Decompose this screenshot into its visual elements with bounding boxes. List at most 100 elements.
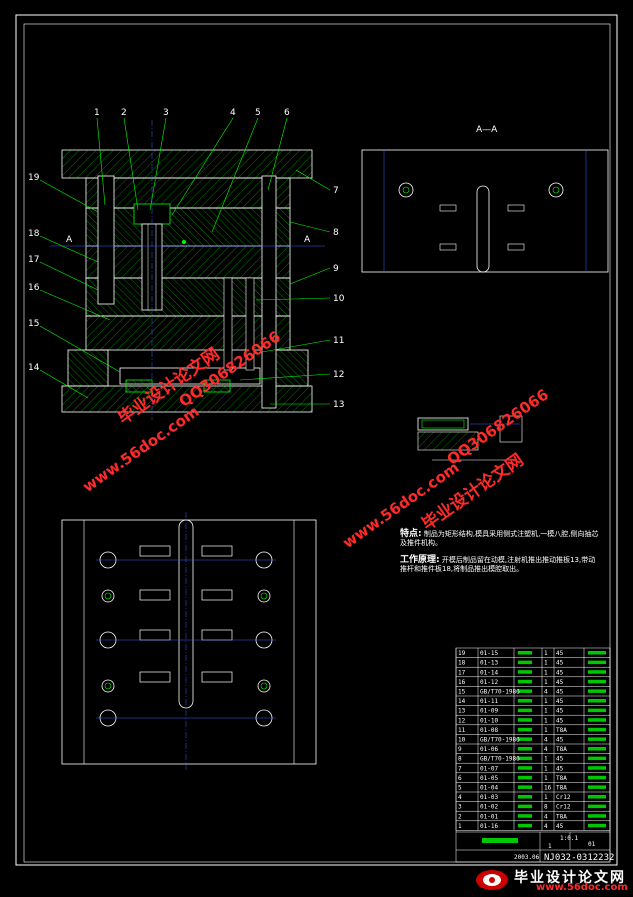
callout-16: 16 <box>28 283 40 293</box>
callout-leaders <box>39 117 331 405</box>
parts-row-name-bar <box>518 708 532 713</box>
callout-15: 15 <box>28 319 39 329</box>
callout-19: 19 <box>28 173 40 183</box>
parts-row-name-bar <box>518 670 532 674</box>
title-block <box>456 831 610 862</box>
parts-row-cell: 01-03 <box>480 794 498 801</box>
parts-row-name-bar <box>518 727 532 732</box>
parts-row-cell: 11 <box>458 727 466 734</box>
parts-row-cell: 14 <box>458 698 466 705</box>
callout-9: 9 <box>333 264 339 274</box>
callout-labels-left: 19 18 17 16 15 14 <box>28 173 40 373</box>
plan-view-core <box>61 512 317 770</box>
parts-row-cell: 01-16 <box>480 823 498 830</box>
parts-row-cell: 45 <box>556 669 564 676</box>
parts-row-name-bar <box>518 699 532 703</box>
parts-row-cell: Cr12 <box>556 794 571 801</box>
parts-row-name-bar <box>518 766 532 770</box>
features-text: 制品为矩形结构,模具采用侧式注塑机,一模八腔,侧向抽芯及推件机构。 <box>400 530 599 547</box>
parts-row-cell: 13 <box>458 708 466 715</box>
features-note: 特点: 制品为矩形结构,模具采用侧式注塑机,一模八腔,侧向抽芯及推件机构。 <box>400 530 600 548</box>
parts-row-cell: 01-01 <box>480 813 498 820</box>
parts-row-cell: 2 <box>458 813 462 820</box>
parts-row-cell: 1 <box>544 669 548 676</box>
principle-text: 开模后制品留在动模,注射机推出推动推板13,带动推杆和推件板18,将制品推出模腔… <box>400 556 596 573</box>
title-block-date: 2003.06 <box>514 854 540 861</box>
parts-row-spec-bar <box>588 795 606 799</box>
callout-8: 8 <box>333 228 339 238</box>
parts-row-cell: 01-06 <box>480 746 498 753</box>
drawing-number: NJ032-0312232 <box>544 853 614 863</box>
parts-row-cell: 45 <box>556 717 564 724</box>
logo-url: www.56doc.com <box>536 882 628 893</box>
title-block-sheet: 1 <box>548 843 552 850</box>
parts-row-cell: 01-12 <box>480 679 498 686</box>
parts-row-cell: 9 <box>458 746 462 753</box>
section-mark-a-right: A <box>304 235 311 245</box>
callout-12: 12 <box>333 370 344 380</box>
callout-18: 18 <box>28 229 40 239</box>
callout-11: 11 <box>333 336 344 346</box>
principle-note: 工作原理: 开模后制品留在动模,注射机推出推动推板13,带动推杆和推件板18,将… <box>400 556 600 574</box>
parts-row-cell: 45 <box>556 650 564 657</box>
callout-1: 1 <box>94 108 100 118</box>
parts-row-spec-bar <box>588 651 606 655</box>
parts-row-cell: 01-11 <box>480 698 498 705</box>
principle-label: 工作原理: <box>400 555 440 565</box>
parts-row-cell: 10 <box>458 737 466 744</box>
parts-row-cell: 01-04 <box>480 785 498 792</box>
parts-row-spec-bar <box>588 775 606 780</box>
parts-row-cell: 45 <box>556 698 564 705</box>
parts-row-cell: 01-10 <box>480 717 498 724</box>
parts-row-name-bar <box>518 814 532 818</box>
parts-row-cell: 45 <box>556 737 564 744</box>
parts-row-cell: GB/T70-1986 <box>480 756 520 763</box>
parts-row-cell: 1 <box>544 765 548 772</box>
parts-row-cell: 01-05 <box>480 775 498 782</box>
parts-row-cell: 8 <box>544 804 548 811</box>
parts-row-name-bar <box>518 718 532 722</box>
parts-row-cell: 1 <box>544 660 548 667</box>
parts-row-cell: 1 <box>544 775 548 782</box>
parts-row-spec-bar <box>588 804 606 809</box>
parts-row-cell: 01-09 <box>480 708 498 715</box>
parts-row-cell: T8A <box>556 727 567 734</box>
parts-row-cell: 6 <box>458 775 462 782</box>
parts-row-spec-bar <box>588 670 606 674</box>
parts-row-name-bar <box>518 756 532 761</box>
parts-row-cell: 01-15 <box>480 650 498 657</box>
section-view-a-a: A—A <box>361 125 609 273</box>
parts-row-cell: 01-08 <box>480 727 498 734</box>
parts-row-cell: 1 <box>544 698 548 705</box>
parts-row-cell: 4 <box>458 794 462 801</box>
parts-row-cell: 1 <box>544 794 548 801</box>
callout-labels-right: 7 8 9 10 11 12 13 <box>333 186 345 410</box>
parts-row-cell: 1 <box>544 708 548 715</box>
parts-row-cell: T8A <box>556 746 567 753</box>
parts-row-cell: 4 <box>544 689 548 696</box>
parts-row-cell: 45 <box>556 765 564 772</box>
title-block-scale: 1:0.1 <box>560 835 578 842</box>
callout-3: 3 <box>163 108 169 118</box>
logo-name: 毕业设计论文网 <box>514 870 626 886</box>
parts-row-cell: GB/T70-1986 <box>480 737 520 744</box>
parts-row-name-bar <box>518 785 532 789</box>
parts-row-cell: 7 <box>458 765 462 772</box>
parts-row-cell: 45 <box>556 679 564 686</box>
parts-row-name-bar <box>518 775 532 780</box>
parts-row-cell: 1 <box>544 756 548 763</box>
parts-row-cell: 5 <box>458 785 462 792</box>
logo-icon <box>476 870 508 890</box>
section-view-assembly <box>50 120 325 420</box>
parts-row-cell: 01-14 <box>480 669 498 676</box>
section-mark-a-left: A <box>66 235 73 245</box>
parts-row-name-bar <box>518 823 532 828</box>
callout-10: 10 <box>333 294 345 304</box>
parts-row-cell: 8 <box>458 756 462 763</box>
parts-row-cell: 1 <box>544 679 548 686</box>
parts-row-cell: 1 <box>544 727 548 734</box>
parts-row-cell: 4 <box>544 737 548 744</box>
callout-13: 13 <box>333 400 344 410</box>
inner-border <box>23 23 611 863</box>
